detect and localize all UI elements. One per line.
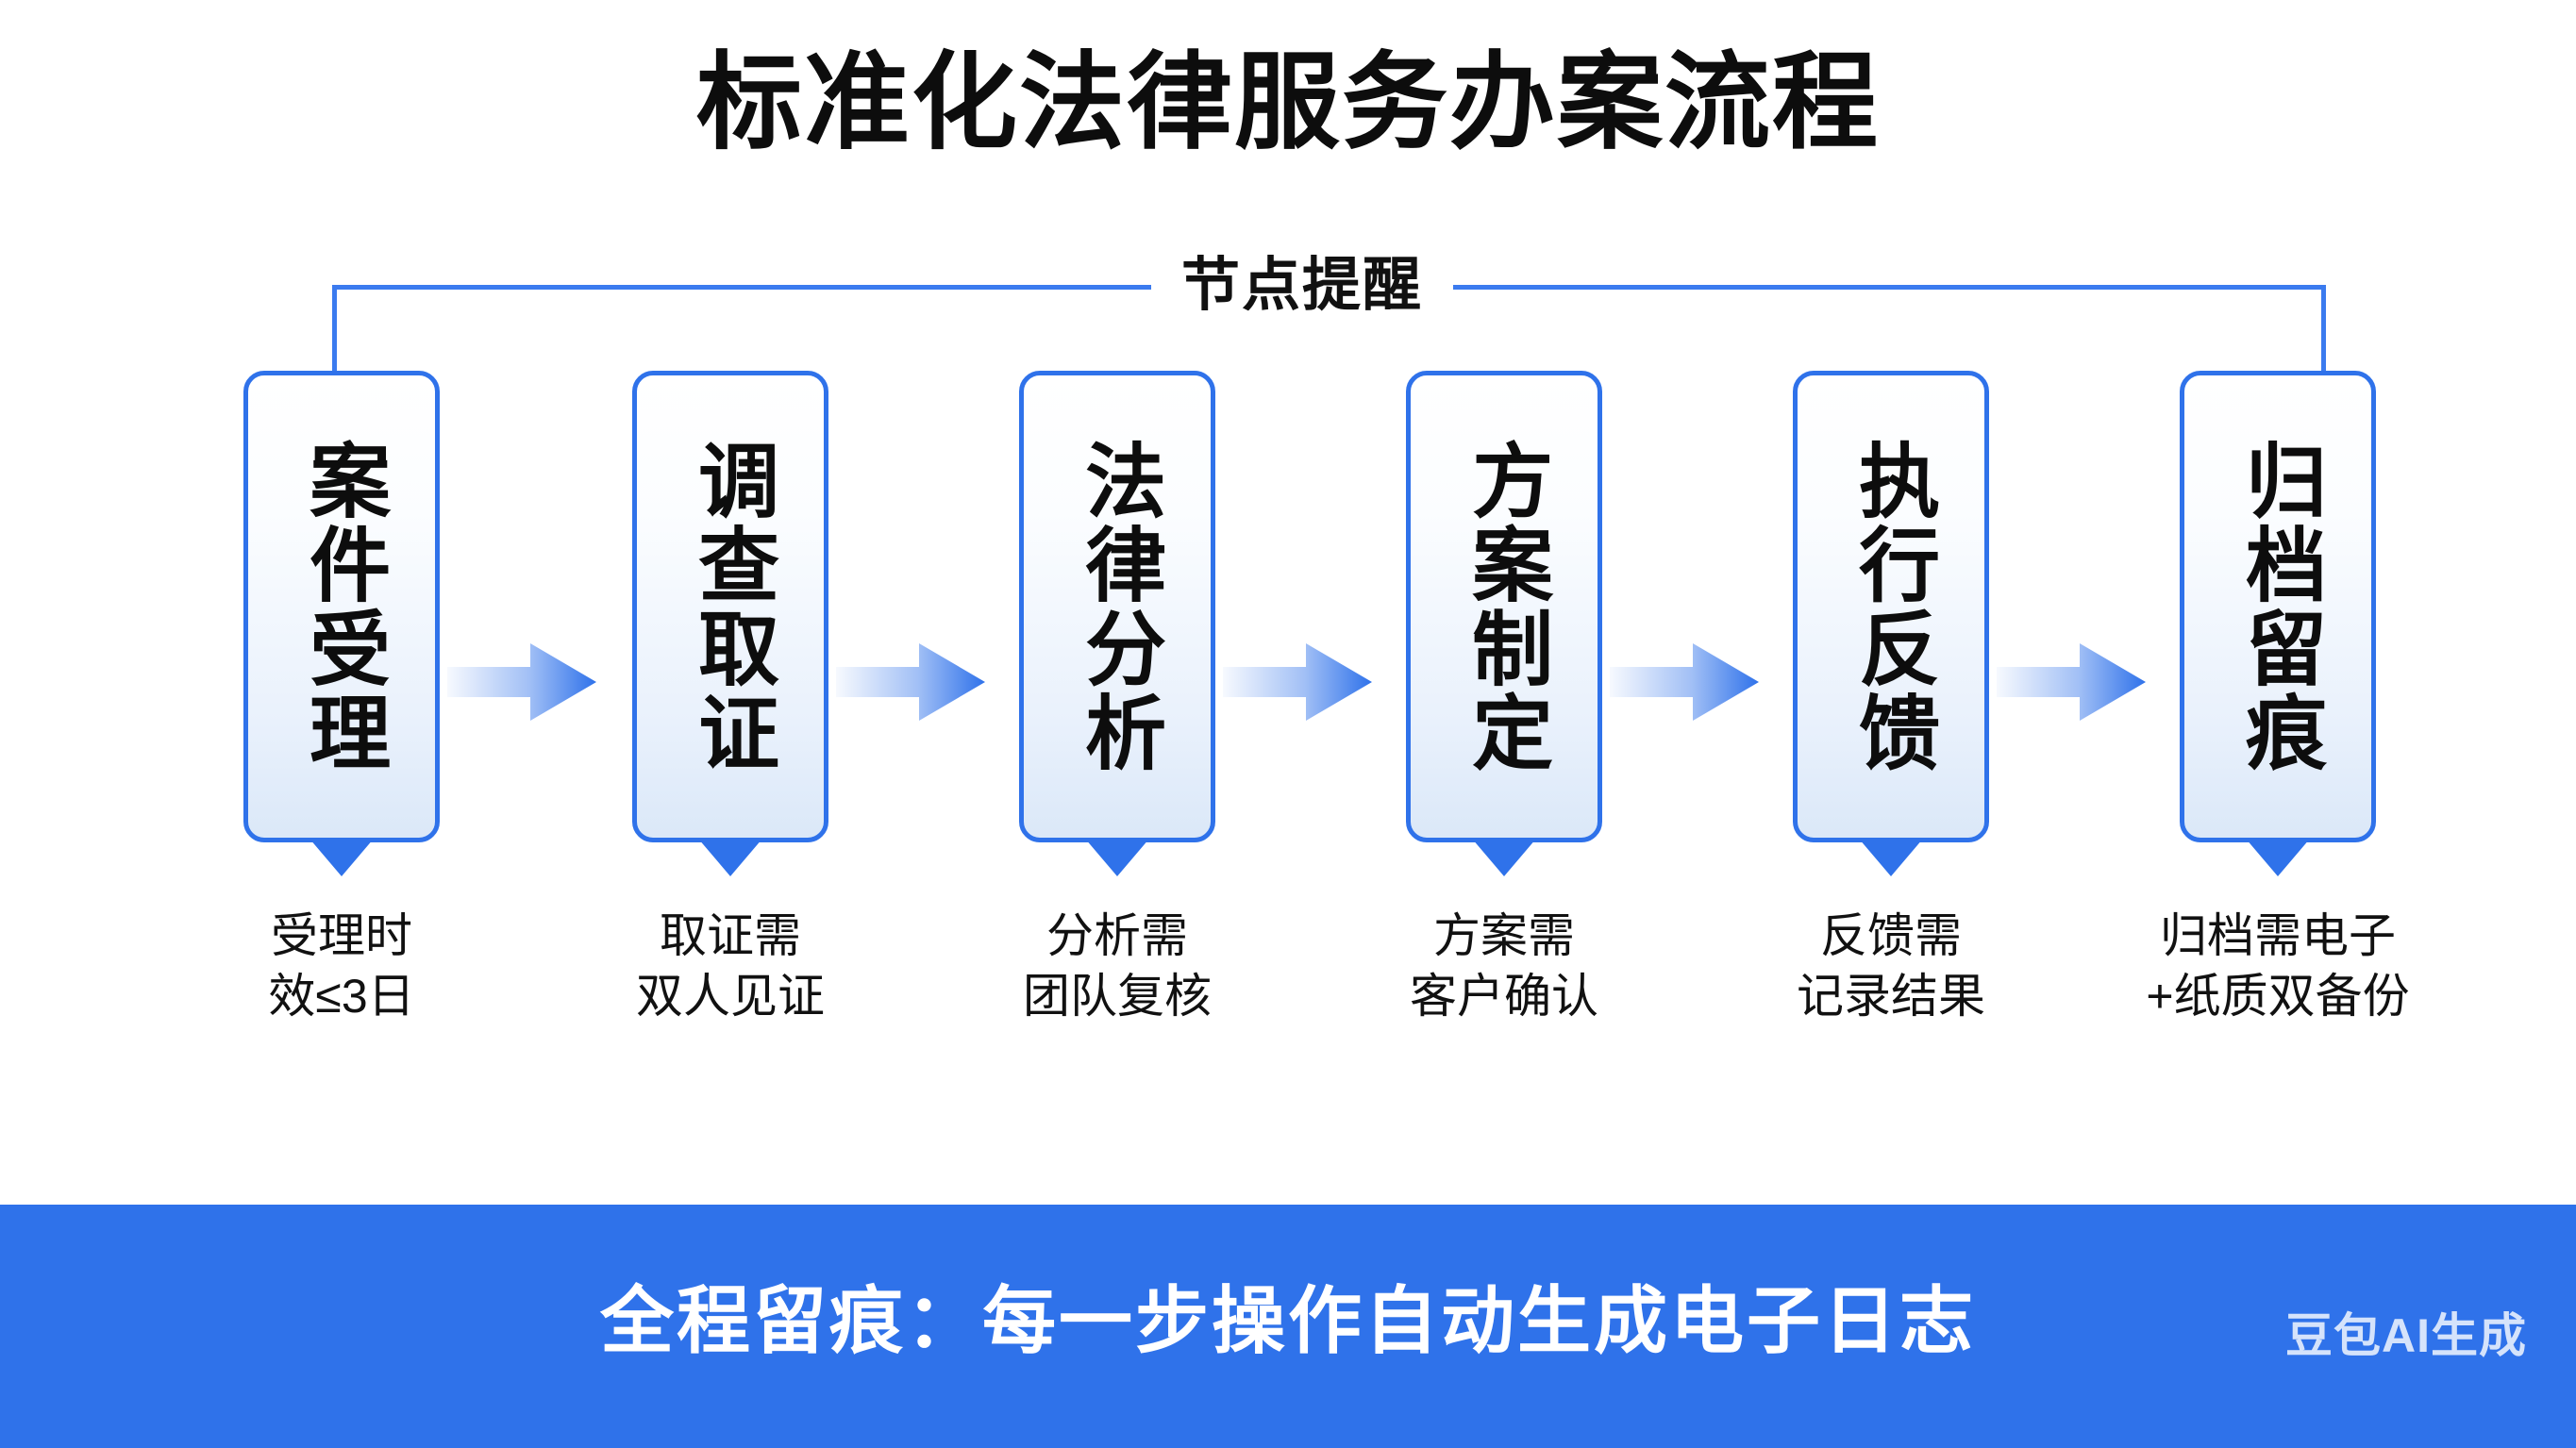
step-label-2: 调查取证 xyxy=(685,439,777,774)
flow-step-3[interactable]: 法律分析 分析需 团队复核 xyxy=(1019,371,1215,1023)
bracket-line-left xyxy=(332,285,1151,290)
step-caption-4-line-1: 方案需 xyxy=(1433,909,1575,962)
arrow-right-icon-3 xyxy=(1223,641,1374,723)
step-caption-6-line-1: 归档需电子 xyxy=(2160,909,2396,962)
step-pointer-4 xyxy=(1472,839,1536,876)
node-reminder-bracket: 节点提醒 xyxy=(0,243,2576,385)
step-box-5[interactable]: 执行反馈 xyxy=(1793,371,1989,842)
step-caption-3-line-1: 分析需 xyxy=(1046,909,1188,962)
step-pointer-1 xyxy=(309,839,374,876)
step-box-2[interactable]: 调查取证 xyxy=(632,371,828,842)
arrow-right-icon-1 xyxy=(447,641,598,723)
step-box-6[interactable]: 归档留痕 xyxy=(2180,371,2376,842)
step-caption-5-line-2: 记录结果 xyxy=(1797,969,1985,1023)
flow-step-1[interactable]: 案件受理 受理时 效≤3日 xyxy=(243,371,440,1023)
step-caption-3: 分析需 团队复核 xyxy=(970,907,1264,1026)
bracket-line-right xyxy=(1453,285,2326,290)
step-box-3[interactable]: 法律分析 xyxy=(1019,371,1215,842)
step-label-6: 归档留痕 xyxy=(2233,439,2324,774)
step-caption-3-line-2: 团队复核 xyxy=(1023,969,1212,1023)
bracket-label: 节点提醒 xyxy=(1180,253,1423,318)
step-pointer-3 xyxy=(1085,839,1149,876)
step-caption-1: 受理时 效≤3日 xyxy=(194,907,489,1026)
step-caption-1-line-2: 效≤3日 xyxy=(268,969,415,1023)
step-label-5: 执行反馈 xyxy=(1846,439,1937,774)
step-caption-6: 归档需电子 +纸质双备份 xyxy=(2131,907,2425,1026)
step-label-3: 法律分析 xyxy=(1072,439,1163,774)
step-pointer-2 xyxy=(698,839,762,876)
step-box-4[interactable]: 方案制定 xyxy=(1406,371,1602,842)
flow-step-4[interactable]: 方案制定 方案需 客户确认 xyxy=(1406,371,1602,1023)
arrow-right-icon-5 xyxy=(1997,641,2148,723)
step-caption-4-line-2: 客户确认 xyxy=(1410,969,1598,1023)
flow-step-6[interactable]: 归档留痕 归档需电子 +纸质双备份 xyxy=(2146,371,2410,1023)
arrow-right-icon-4 xyxy=(1610,641,1761,723)
step-label-4: 方案制定 xyxy=(1459,439,1550,774)
step-caption-1-line-1: 受理时 xyxy=(271,909,412,962)
step-caption-4: 方案需 客户确认 xyxy=(1357,907,1651,1026)
step-caption-5: 反馈需 记录结果 xyxy=(1744,907,2038,1026)
step-caption-5-line-1: 反馈需 xyxy=(1820,909,1962,962)
step-caption-6-line-2: +纸质双备份 xyxy=(2146,969,2410,1023)
step-caption-2: 取证需 双人见证 xyxy=(583,907,878,1026)
flow-step-2[interactable]: 调查取证 取证需 双人见证 xyxy=(632,371,828,1023)
banner-text: 全程留痕：每一步操作自动生成电子日志 xyxy=(599,1279,1976,1362)
bracket-drop-right xyxy=(2321,285,2326,372)
step-label-1: 案件受理 xyxy=(296,439,388,774)
watermark-label: 豆包AI生成 xyxy=(2285,1309,2527,1362)
step-caption-2-line-1: 取证需 xyxy=(660,909,801,962)
flow-step-5[interactable]: 执行反馈 反馈需 记录结果 xyxy=(1793,371,1989,1023)
page-title: 标准化法律服务办案流程 xyxy=(696,43,1880,161)
bracket-drop-left xyxy=(332,285,337,372)
step-caption-2-line-2: 双人见证 xyxy=(636,969,825,1023)
step-pointer-6 xyxy=(2246,839,2310,876)
bottom-banner: 全程留痕：每一步操作自动生成电子日志 豆包AI生成 xyxy=(0,1205,2576,1448)
arrow-right-icon-2 xyxy=(836,641,987,723)
step-pointer-5 xyxy=(1859,839,1923,876)
step-box-1[interactable]: 案件受理 xyxy=(243,371,440,842)
